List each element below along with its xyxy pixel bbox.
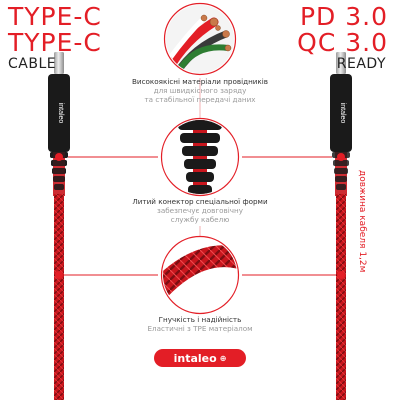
plug-icon: ⊕ [219,353,227,363]
feature-subline: для швидкісного заряду [153,86,247,95]
feature-molded-connector: Литий конектор спеціальної форми забезпе… [112,197,288,224]
header-right-line-3: READY [336,56,386,72]
right-connector-brand: intaleo [339,103,346,124]
feature-flexibility: Гнучкість і надійність Еластичні з TPE м… [112,315,288,333]
callout-dot-left-braid [55,271,63,279]
right-usb-c-plug [336,52,346,74]
braided-cable-detail [160,235,240,315]
brand-logo-text: intaleo [173,351,217,365]
right-cable: intaleo [330,52,352,400]
header-right-line-1: PD 3.0 [299,2,388,31]
feature-subline: забезпечує довговічну [157,206,243,215]
right-braided-cable [336,194,346,400]
callout-dot-left-relief [55,153,63,161]
header-right-line-2: QC 3.0 [297,28,388,57]
right-connector-housing [330,74,352,152]
connector-relief-detail [160,117,240,197]
callout-lines [64,78,336,276]
right-strain-relief [332,152,350,196]
callout-dot-right-relief [337,153,345,161]
callout-dot-right-braid [337,271,345,279]
left-usb-c-plug [54,52,64,74]
feature-subline: службу кабелю [170,215,230,224]
left-cable: intaleo [48,52,70,400]
feature-conductors: Високоякісні матеріали провідників для ш… [112,77,288,104]
feature-title: Литий конектор спеціальної форми [132,197,268,206]
left-connector-housing [48,74,70,152]
feature-subline: та стабільної передачі даних [144,95,256,104]
header-left-line-1: TYPE-C [8,2,102,31]
copper-wires-detail [163,2,237,76]
header-left-line-2: TYPE-C [8,28,102,57]
header-left-line-3: CABLE [8,56,57,72]
left-braided-cable [54,194,64,400]
brand-logo: intaleo ⊕ [154,349,246,367]
feature-title: Високоякісні матеріали провідників [131,77,269,86]
cable-length-label: довжина кабеля 1,2м [357,170,367,273]
left-connector-brand: intaleo [57,103,64,124]
feature-title: Гнучкість і надійність [158,315,242,324]
feature-subline: Еластичні з TPE матеріалом [147,324,253,333]
